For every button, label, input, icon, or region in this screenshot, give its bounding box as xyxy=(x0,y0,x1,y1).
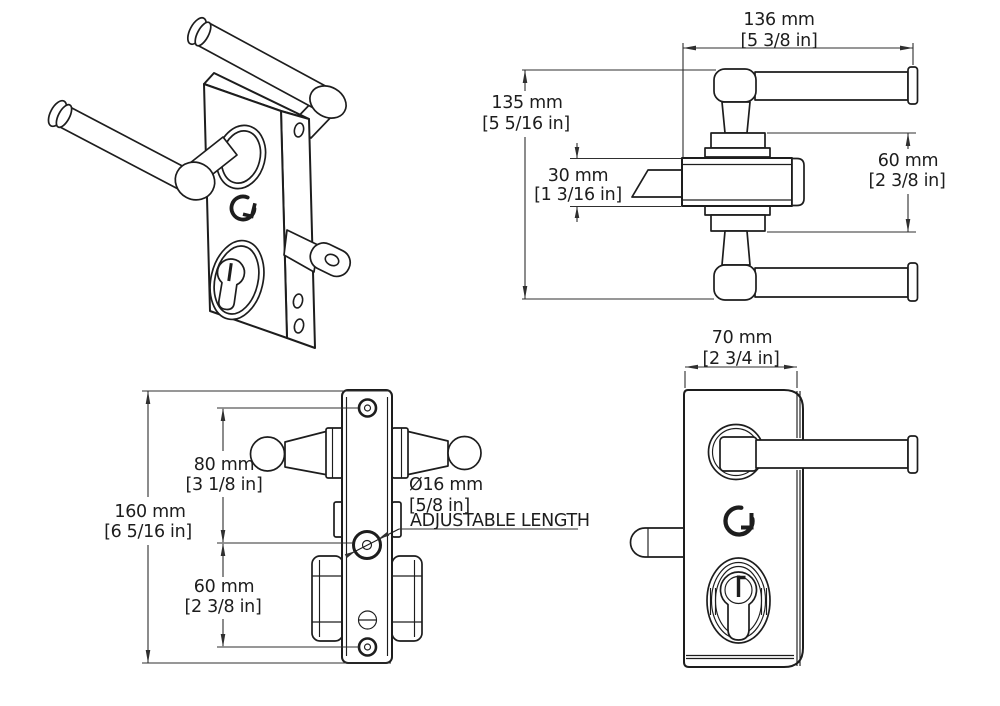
euro-cylinder-profile xyxy=(719,571,758,641)
handle-end-cap-front xyxy=(907,435,919,474)
dim-follower-height: 60 mm [2 3/8 in] xyxy=(767,132,946,233)
lower-handle-ball xyxy=(713,264,757,301)
dim-label: 30 mm xyxy=(548,166,608,186)
side-plate-hole xyxy=(293,318,305,334)
bottom-screw-hole-center xyxy=(363,643,372,651)
lock-case-top-view xyxy=(681,157,793,207)
spindle-hub xyxy=(352,530,382,560)
dim-label: 60 mm xyxy=(194,577,254,597)
dim-label: 135 mm xyxy=(491,93,562,113)
dim-side-total: 160 mm [6 5/16 in] xyxy=(104,390,391,664)
dim-spindle-dia: Ø16 mm [5/8 in] ADJUSTABLE LENGTH xyxy=(344,475,590,559)
dim-label: 60 mm xyxy=(878,151,938,171)
left-handle-ball xyxy=(249,436,286,472)
dim-side-lower: 60 mm [2 3/8 in] xyxy=(184,543,359,648)
brand-g-logo-icon xyxy=(723,505,755,537)
upper-follower-plate xyxy=(704,147,771,158)
dim-label: [2 3/4 in] xyxy=(702,349,779,369)
dim-label: [1 3/16 in] xyxy=(534,185,622,205)
handle-boss xyxy=(719,436,758,472)
left-handle-collar xyxy=(325,427,344,479)
latch-bolt xyxy=(283,229,319,273)
case-end-cap xyxy=(791,157,805,207)
lower-handle-end-cap xyxy=(907,262,919,302)
rear-handle-cap-end xyxy=(194,21,212,47)
top-screw-hole xyxy=(357,398,378,418)
lower-spindle-neck xyxy=(721,230,751,266)
top-screw-hole-center xyxy=(363,404,372,412)
dim-label: [6 5/16 in] xyxy=(104,522,192,542)
dim-label: [2 3/8 in] xyxy=(868,171,945,191)
latch-tab-hole xyxy=(324,253,340,267)
brand-g-logo-icon xyxy=(229,194,257,222)
dim-label: 136 mm xyxy=(743,10,814,30)
side-plate-hole xyxy=(293,122,305,138)
front-view: 70 mm [2 3/4 in] xyxy=(629,328,919,668)
right-handle-ball xyxy=(447,435,482,471)
top-view: 136 mm [5 3/8 in] 135 mm [5 5/16 in] 30 … xyxy=(482,10,946,302)
latch-bolt-front xyxy=(629,527,685,558)
lower-follower-collar xyxy=(710,214,766,232)
left-handle-shaft xyxy=(284,430,329,476)
front-handle-ball xyxy=(174,161,216,201)
isometric-view xyxy=(47,16,352,349)
dim-top-height: 135 mm [5 5/16 in] xyxy=(482,69,716,300)
dim-note: ADJUSTABLE LENGTH xyxy=(410,511,590,531)
upper-spindle-neck xyxy=(721,101,751,134)
dim-label: [5/8 in] xyxy=(409,496,470,516)
handle-bar-front xyxy=(755,439,909,469)
dim-label: [2 3/8 in] xyxy=(184,597,261,617)
rear-handle-elbow xyxy=(309,85,347,119)
dim-label: [5 3/8 in] xyxy=(740,31,817,51)
lower-follower-plate xyxy=(704,205,771,216)
lock-plate-edge xyxy=(341,389,393,664)
dim-top-width: 136 mm [5 3/8 in] xyxy=(682,10,914,157)
upper-handle-end-cap xyxy=(907,66,919,105)
key-slot xyxy=(736,575,746,597)
dim-front-width: 70 mm [2 3/4 in] xyxy=(684,328,798,388)
dim-label: 160 mm xyxy=(114,502,185,522)
right-handle-shaft xyxy=(405,430,449,476)
dim-label: 80 mm xyxy=(194,455,254,475)
latch-bolt-top-view xyxy=(631,169,683,198)
dim-case-depth: 30 mm [1 3/16 in] xyxy=(534,143,681,222)
front-handle-bar xyxy=(59,106,191,191)
dim-label: [5 5/16 in] xyxy=(482,114,570,134)
dim-label: 70 mm xyxy=(712,328,772,348)
right-handle-collar xyxy=(391,427,409,479)
lower-handle-bar xyxy=(754,267,909,298)
cylinder-housing-right xyxy=(391,555,423,642)
dim-side-upper: 80 mm [3 1/8 in] xyxy=(185,407,358,544)
upper-handle-bar xyxy=(754,71,909,101)
spindle-hub-center xyxy=(361,539,373,551)
cylinder-housing-left xyxy=(311,555,344,642)
dim-label: Ø16 mm xyxy=(409,475,483,495)
euro-keyhole xyxy=(216,258,246,311)
dim-label: [3 1/8 in] xyxy=(185,475,262,495)
side-plate-hole xyxy=(292,293,304,309)
upper-follower-collar xyxy=(710,132,766,149)
upper-handle-ball xyxy=(713,68,757,103)
side-view: 160 mm [6 5/16 in] 80 mm [3 1/8 in] 60 m… xyxy=(104,389,590,664)
front-handle-cap-end xyxy=(55,103,73,129)
